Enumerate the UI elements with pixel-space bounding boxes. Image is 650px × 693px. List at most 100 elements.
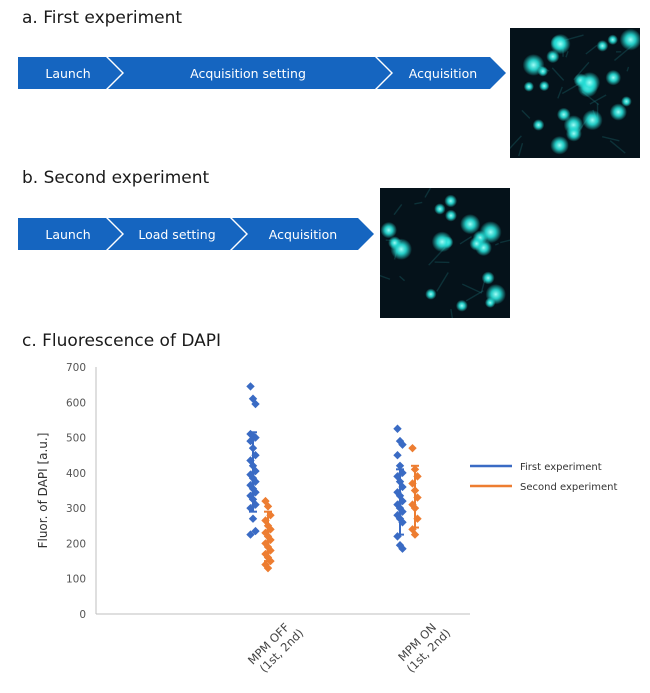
data-point	[246, 491, 255, 500]
svg-text:MPM ON(1st, 2nd): MPM ON(1st, 2nd)	[394, 616, 453, 675]
y-tick-label: 0	[79, 609, 86, 621]
cell-process	[494, 242, 499, 246]
cell-nucleus	[605, 69, 622, 86]
data-point	[408, 525, 417, 534]
cell-nucleus	[523, 81, 535, 92]
x-tick-label: MPM ON(1st, 2nd)	[394, 616, 453, 675]
cell-nucleus	[556, 107, 571, 122]
y-tick-label: 300	[66, 503, 86, 515]
cell-process	[459, 236, 472, 245]
cell-nucleus	[460, 214, 481, 235]
y-axis-label: Fluor. of DAPI [a.u.]	[36, 433, 50, 549]
data-point	[266, 525, 275, 534]
panel-a-title: a. First experiment	[22, 8, 183, 28]
y-tick-label: 200	[66, 538, 86, 550]
data-point	[246, 503, 255, 513]
data-point	[251, 488, 260, 497]
data-point	[410, 503, 420, 513]
cell-process	[461, 283, 483, 294]
cell-nucleus	[582, 109, 603, 131]
cell-process	[500, 239, 510, 244]
data-point	[393, 424, 402, 433]
cell-nucleus	[469, 236, 484, 251]
data-point	[261, 528, 270, 538]
panel-b-dapi-micrograph	[380, 188, 510, 318]
data-point	[408, 443, 417, 453]
data-point	[248, 514, 258, 523]
data-point	[408, 479, 417, 488]
cell-nucleus	[550, 33, 571, 55]
cell-process	[585, 44, 598, 55]
data-point	[246, 429, 255, 439]
y-tick-label: 500	[66, 433, 86, 445]
cell-process	[424, 188, 432, 198]
cell-nucleus	[607, 34, 618, 45]
cell-nucleus	[596, 40, 609, 52]
data-point	[266, 535, 275, 545]
data-point	[246, 382, 255, 391]
cell-process	[557, 86, 563, 99]
cell-process	[465, 290, 484, 302]
panel-b-title: b. Second experiment	[22, 168, 210, 188]
legend-label: Second experiment	[520, 482, 617, 493]
cell-process	[393, 204, 403, 216]
data-point	[393, 451, 402, 460]
data-point	[398, 440, 407, 449]
cell-nucleus	[425, 288, 437, 300]
data-point	[398, 544, 407, 553]
data-point	[398, 468, 407, 478]
data-point	[263, 532, 273, 541]
cell-process	[510, 135, 522, 150]
data-point	[395, 514, 405, 523]
data-point	[261, 516, 270, 525]
cell-nucleus	[522, 54, 545, 76]
cell-nucleus	[532, 119, 545, 131]
data-point	[263, 521, 273, 530]
data-point	[413, 493, 422, 502]
data-point	[263, 502, 273, 511]
cell-nucleus	[546, 49, 560, 64]
svg-text:MPM OFF(1st, 2nd): MPM OFF(1st, 2nd)	[245, 616, 306, 677]
cell-nucleus	[445, 209, 457, 222]
cell-process	[450, 308, 453, 318]
cell-process	[436, 272, 449, 292]
cell-process	[399, 275, 406, 282]
data-point	[251, 399, 260, 409]
data-point	[393, 511, 402, 520]
data-point	[251, 466, 260, 476]
data-point	[261, 560, 270, 569]
data-point	[246, 456, 255, 465]
y-tick-label: 700	[66, 362, 86, 374]
data-point	[251, 526, 260, 536]
data-point	[246, 436, 255, 446]
cell-process	[521, 109, 531, 119]
panel-a-dapi-micrograph	[510, 28, 640, 158]
data-point	[266, 556, 275, 566]
data-point	[266, 511, 275, 520]
data-point	[393, 532, 402, 541]
cell-process	[565, 51, 569, 58]
cell-nucleus	[455, 299, 468, 312]
data-point	[248, 443, 258, 453]
cell-nucleus	[609, 103, 627, 121]
cell-process	[551, 67, 565, 81]
data-point	[398, 518, 407, 527]
cell-nucleus	[485, 284, 506, 305]
x-tick-label: MPM OFF(1st, 2nd)	[245, 616, 306, 677]
data-point	[398, 496, 407, 506]
cell-nucleus	[579, 72, 601, 94]
cell-nucleus	[479, 221, 502, 244]
cell-nucleus	[481, 271, 495, 285]
data-point	[251, 451, 260, 460]
cell-nucleus	[565, 125, 582, 142]
data-point	[398, 482, 407, 492]
y-tick-label: 600	[66, 397, 86, 409]
data-point	[266, 546, 275, 555]
data-point	[413, 514, 422, 523]
cell-nucleus	[444, 194, 458, 208]
y-tick-label: 100	[66, 574, 86, 586]
data-point	[413, 472, 422, 481]
data-point	[410, 486, 420, 495]
data-point	[395, 503, 405, 513]
